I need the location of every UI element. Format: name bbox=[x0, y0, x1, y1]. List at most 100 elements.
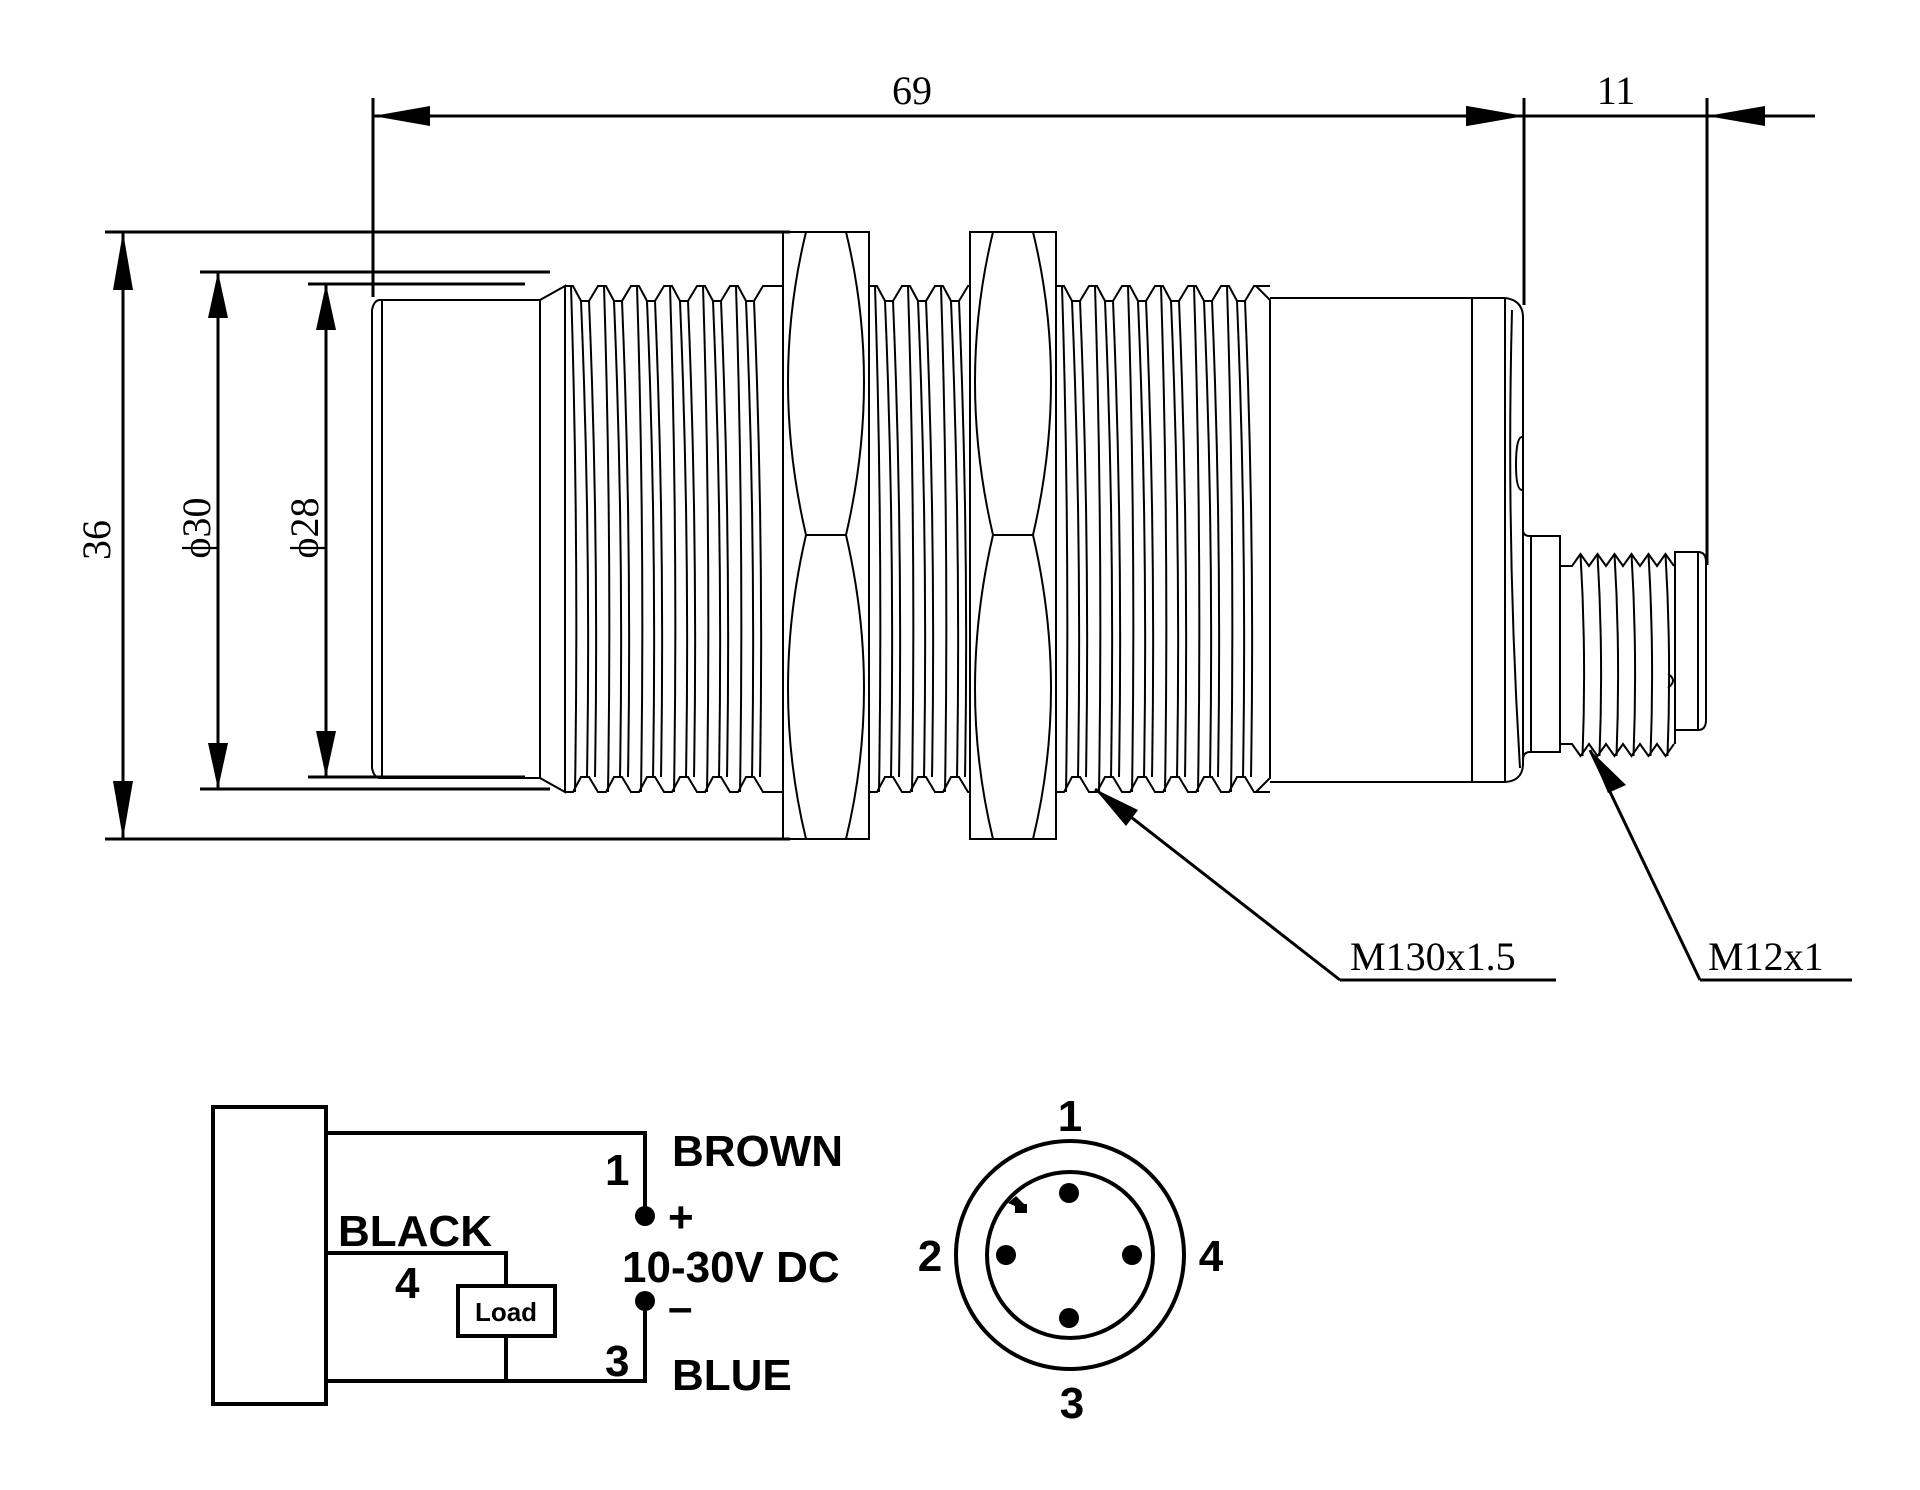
thread-profile-top bbox=[565, 285, 783, 302]
thread-helix-line bbox=[613, 300, 623, 778]
pin-2-dot bbox=[996, 1245, 1016, 1265]
sensing-face bbox=[371, 284, 566, 794]
dimension-label-36: 36 bbox=[74, 520, 119, 560]
connector-thread-bottom bbox=[1560, 742, 1675, 758]
pin-label-4: 4 bbox=[1199, 1232, 1224, 1281]
connector-thread-line bbox=[1630, 553, 1637, 757]
rear-housing bbox=[1269, 297, 1524, 783]
sensor-block bbox=[211, 1105, 328, 1406]
polarity-minus: – bbox=[668, 1283, 692, 1332]
thread-helix-line bbox=[950, 300, 960, 778]
wiring-diagram: Load BROWN 1 + 10-30V DC – 3 BLUE BLACK … bbox=[211, 1105, 843, 1406]
connector-tip bbox=[1674, 551, 1707, 731]
pin-3-dot bbox=[1059, 1308, 1079, 1328]
thread-profile-top bbox=[869, 285, 970, 302]
thread-helix-line bbox=[1226, 285, 1234, 793]
arrowhead-36-bottom bbox=[113, 781, 133, 839]
thread-helix-line bbox=[654, 300, 664, 778]
thread-helix-line bbox=[907, 285, 915, 793]
pinout-inner-ring bbox=[985, 1170, 1155, 1340]
thread-helix-line bbox=[1061, 285, 1069, 793]
nut-1-outline bbox=[782, 231, 870, 840]
thread-helix-line bbox=[1127, 285, 1135, 793]
leader-arrow-connector-thread bbox=[1590, 750, 1626, 793]
thread-helix-line bbox=[1244, 300, 1254, 778]
dimension-nut-width: 36 bbox=[74, 230, 790, 841]
nut-1-right-face bbox=[844, 231, 865, 840]
dimension-label-phi28: ϕ28 bbox=[282, 497, 327, 558]
nut-2-left-face bbox=[974, 231, 995, 840]
callout-text-body-thread: M130x1.5 bbox=[1350, 934, 1516, 979]
body-threads bbox=[565, 285, 1271, 793]
thread-helix-line bbox=[940, 285, 948, 793]
wire-brown bbox=[326, 1131, 647, 1210]
thread-helix-line bbox=[1071, 300, 1081, 778]
thread-helix-line bbox=[1112, 300, 1122, 778]
dimension-label-phi30: ϕ30 bbox=[174, 497, 219, 558]
thread-helix-line bbox=[679, 300, 689, 778]
hex-nut-1 bbox=[782, 231, 870, 840]
thread-profile-bottom bbox=[869, 776, 970, 793]
hex-nut-2 bbox=[969, 231, 1057, 840]
thread-helix-line bbox=[1203, 300, 1213, 778]
nut-2-outline bbox=[969, 231, 1057, 840]
thread-helix-line bbox=[745, 300, 755, 778]
nut-2-right-face bbox=[1031, 231, 1052, 840]
nut-1-left-face bbox=[787, 231, 808, 840]
pinout-outer-ring bbox=[954, 1139, 1186, 1371]
thread-helix-line bbox=[884, 300, 894, 778]
thread-helix-line bbox=[702, 285, 710, 793]
connector-thread-line bbox=[1579, 553, 1586, 757]
thread-helix-line bbox=[1193, 285, 1201, 793]
thread-helix-line bbox=[720, 300, 730, 778]
wire-black bbox=[326, 1251, 508, 1286]
thread-helix-line bbox=[1160, 285, 1168, 793]
thread-profile-bottom bbox=[565, 776, 783, 793]
thread-helix-line bbox=[735, 285, 743, 793]
thread-helix-line bbox=[669, 285, 677, 793]
callout-body-thread: M130x1.5 bbox=[1094, 787, 1556, 982]
thread-helix-line bbox=[687, 300, 697, 778]
dimension-connector-length: 11 bbox=[1400, 68, 1815, 565]
thread-chamfer-left bbox=[539, 284, 566, 794]
thread-helix-line bbox=[1104, 300, 1114, 778]
sensing-face-edge bbox=[371, 299, 381, 779]
thread-helix-line bbox=[1170, 300, 1180, 778]
terminal-positive bbox=[635, 1206, 655, 1226]
thread-helix-line bbox=[603, 285, 611, 793]
thread-helix-line bbox=[892, 300, 902, 778]
dimension-label-69: 69 bbox=[892, 68, 932, 113]
led-window-icon bbox=[1514, 436, 1523, 491]
load-label: Load bbox=[475, 1297, 537, 1327]
thread-helix-line bbox=[588, 300, 598, 778]
pin-label-3: 3 bbox=[1060, 1379, 1084, 1428]
thread-helix-line bbox=[636, 285, 644, 793]
thread-helix-line bbox=[958, 300, 968, 778]
connector-base bbox=[1522, 529, 1561, 761]
arrowhead-left bbox=[373, 106, 430, 126]
thread-helix-line bbox=[874, 285, 882, 793]
thread-helix-line bbox=[1236, 300, 1246, 778]
wire-blue bbox=[326, 1304, 647, 1383]
thread-profile-bottom bbox=[1056, 776, 1270, 793]
polarity-plus: + bbox=[668, 1193, 694, 1242]
connector-thread-line bbox=[1613, 553, 1620, 757]
arrowhead-11-right bbox=[1707, 106, 1765, 126]
callout-text-connector-thread: M12x1 bbox=[1708, 934, 1824, 979]
connector-threads bbox=[1559, 536, 1676, 758]
pin-label-1: 1 bbox=[1058, 1092, 1082, 1141]
thread-helix-line bbox=[570, 285, 578, 793]
wire-number-1: 1 bbox=[605, 1146, 629, 1195]
pin-label-2: 2 bbox=[918, 1232, 942, 1281]
thread-helix-line bbox=[621, 300, 631, 778]
arrowhead-36-top bbox=[113, 232, 133, 290]
wire-label-brown: BROWN bbox=[672, 1127, 843, 1176]
dimension-face-diameter: ϕ28 bbox=[282, 282, 525, 779]
thread-helix-line bbox=[646, 300, 656, 778]
pinout-key-icon bbox=[1008, 1196, 1027, 1213]
thread-helix-line bbox=[1079, 300, 1089, 778]
thread-helix-line bbox=[1137, 300, 1147, 778]
thread-helix-line bbox=[1178, 300, 1188, 778]
connector-thread-line bbox=[1647, 553, 1654, 757]
